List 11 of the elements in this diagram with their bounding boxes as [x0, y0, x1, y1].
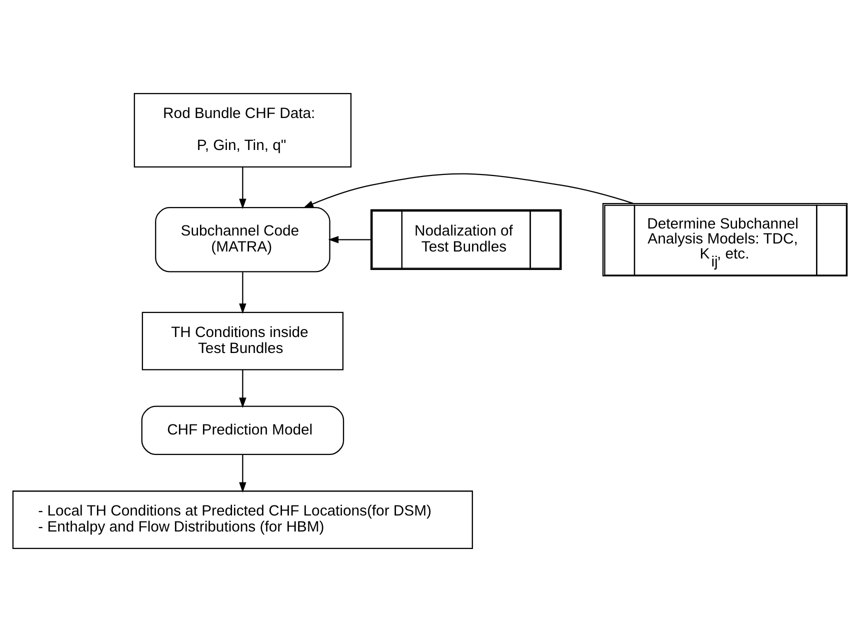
arrow — [239, 370, 246, 408]
arrow — [239, 167, 246, 210]
arrow — [328, 236, 371, 244]
node-box: TH Conditions inside Test Bundles — [142, 312, 344, 370]
node-box: Subchannel Code (MATRA) — [155, 207, 330, 272]
node-box: - Local TH Conditions at Predicted CHF Locations(for DSM) - Enthalpy and Flow Distributions (for HBM) — [12, 490, 473, 549]
arrow — [239, 272, 246, 314]
arrow — [239, 454, 246, 493]
arrow — [303, 173, 634, 208]
node-box: CHF Prediction Model — [141, 406, 344, 456]
node-box: Rod Bundle CHF Data: P, Gin, Tin, q" — [134, 93, 352, 168]
